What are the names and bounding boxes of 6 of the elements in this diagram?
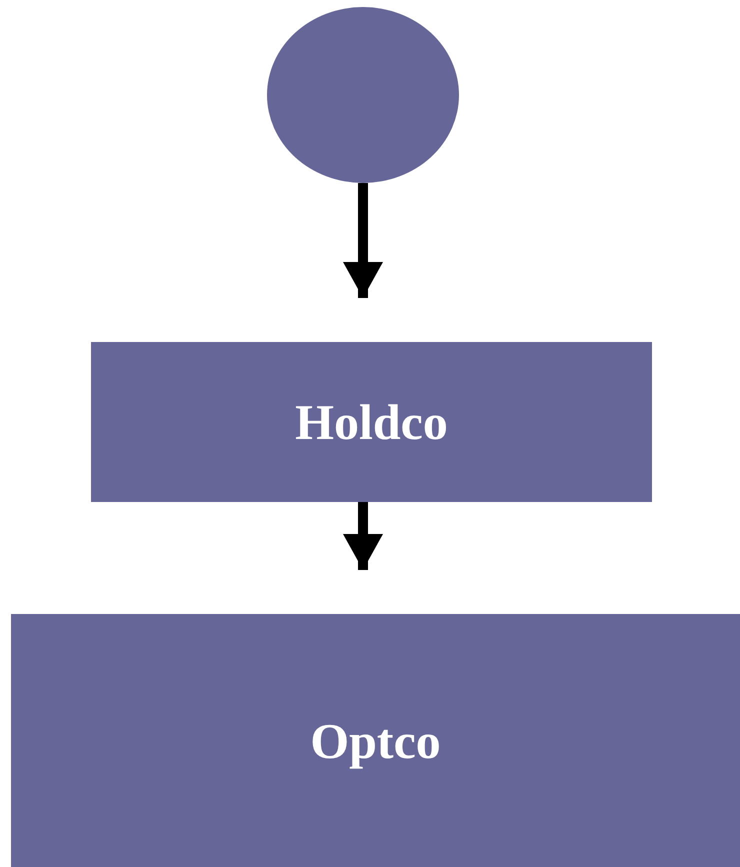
arrow	[343, 502, 383, 570]
entity-name: Optco	[310, 712, 441, 770]
entity-box	[11, 614, 740, 867]
entity-name: Holdco	[295, 393, 448, 451]
arrow	[343, 183, 383, 298]
entity-box	[91, 342, 652, 502]
